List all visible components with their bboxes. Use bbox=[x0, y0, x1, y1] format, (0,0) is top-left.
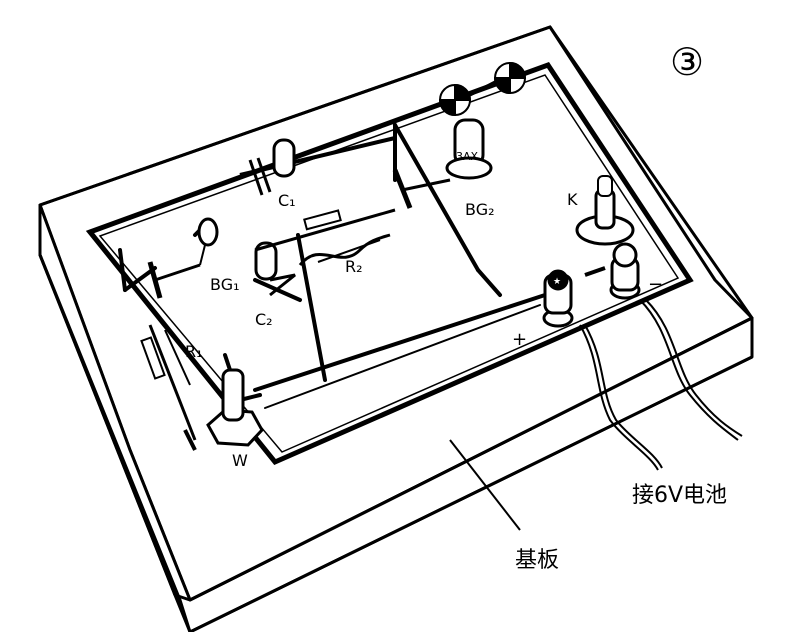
label-c1: C₁ bbox=[278, 191, 296, 210]
label-c2: C₂ bbox=[255, 310, 273, 329]
transistor-bg1 bbox=[147, 217, 219, 299]
label-bg2: BG₂ bbox=[465, 200, 495, 219]
label-r2: R₂ bbox=[345, 257, 363, 276]
battery-note: 接6V电池 bbox=[632, 483, 727, 508]
label-k: K bbox=[567, 190, 578, 209]
potentiometer-w bbox=[183, 368, 264, 451]
figure-number: ③ bbox=[670, 40, 704, 84]
battery-leads bbox=[579, 299, 743, 471]
capacitor-c2 bbox=[254, 241, 296, 297]
board-edges bbox=[38, 25, 754, 632]
terminal-positive: ★ bbox=[542, 269, 574, 328]
board-label: 基板 bbox=[515, 548, 559, 573]
earphone-jacks bbox=[438, 61, 527, 117]
label-w: W bbox=[232, 451, 248, 470]
capacitor-c1 bbox=[239, 136, 396, 196]
resistor-r1 bbox=[140, 324, 197, 441]
label-bg1: BG₁ bbox=[210, 275, 240, 294]
label-minus: − bbox=[648, 274, 663, 295]
resistor-r2 bbox=[254, 208, 396, 266]
switch-k bbox=[575, 175, 635, 246]
label-r1: R₁ bbox=[185, 342, 203, 361]
transistor-marking: 3AX bbox=[456, 150, 479, 163]
base-board bbox=[38, 25, 754, 632]
terminal-negative bbox=[584, 242, 641, 300]
label-plus: + bbox=[512, 329, 527, 350]
transistor-bg2 bbox=[392, 118, 493, 209]
board-leader-line bbox=[449, 439, 521, 531]
svg-text:★: ★ bbox=[553, 277, 561, 287]
